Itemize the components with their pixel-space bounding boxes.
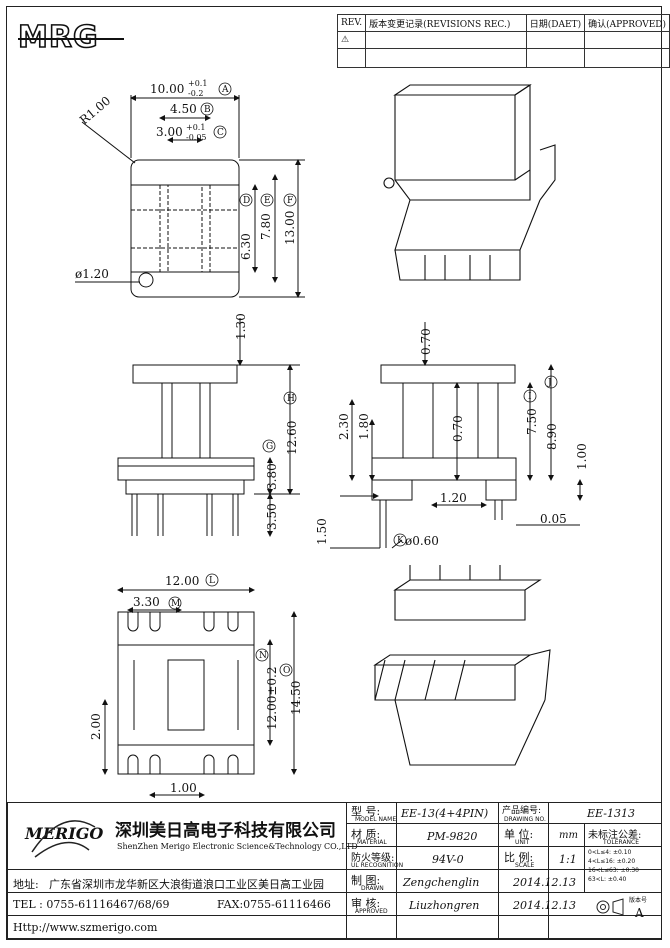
unit-value: mm — [559, 830, 578, 841]
svg-text:1.30: 1.30 — [234, 313, 248, 340]
title-block: MERIGO 深圳美日高电子科技有限公司 ShenZhen Merigo Ele… — [7, 802, 662, 939]
top-view — [75, 95, 305, 298]
svg-text:7.80: 7.80 — [259, 213, 273, 240]
tel-text: TEL : 0755-61116467/68/69 — [13, 898, 170, 911]
version-value: A — [635, 906, 644, 920]
address-text: 广东省深圳市龙华新区大浪街道浪口工业区美日高工业园 — [49, 878, 324, 891]
svg-text:B: B — [204, 105, 211, 115]
svg-text:12.60: 12.60 — [285, 421, 299, 455]
svg-text:3.30: 3.30 — [133, 595, 160, 609]
company-name-cn: 深圳美日高电子科技有限公司 — [115, 821, 336, 841]
svg-text:13.00: 13.00 — [283, 211, 297, 245]
svg-text:2.30: 2.30 — [337, 413, 351, 440]
technical-drawing: 10.00 +0.1 -0.2 4.50 3.00 +0.1 -0.05 R1.… — [75, 79, 589, 798]
svg-text:3.50: 3.50 — [265, 503, 279, 530]
fax-text: FAX:0755-61116466 — [217, 898, 331, 911]
bottom-view — [102, 587, 297, 798]
company-name-en: ShenZhen Merigo Electronic Science&Techn… — [117, 842, 358, 851]
svg-text:8.90: 8.90 — [545, 423, 559, 450]
drawing-value: EE-1313 — [587, 807, 635, 820]
svg-text:0.05: 0.05 — [540, 512, 567, 526]
svg-text:3.80: 3.80 — [265, 463, 279, 490]
isometric-bottom — [373, 565, 551, 766]
svg-text:0.70: 0.70 — [451, 415, 465, 442]
website-link[interactable]: Http://www.szmerigo.com — [13, 921, 158, 934]
scale-value: 1:1 — [559, 853, 577, 866]
material-value: PM-9820 — [427, 830, 478, 843]
approved-date: 2014.12.13 — [513, 899, 576, 912]
merigo-swoosh-icon — [31, 820, 96, 858]
svg-text:-0.2: -0.2 — [188, 89, 203, 98]
svg-text:1.20: 1.20 — [440, 491, 467, 505]
drawn-date: 2014.12.13 — [513, 876, 576, 889]
svg-text:-0.05: -0.05 — [186, 133, 207, 142]
logo-underline — [18, 38, 124, 40]
svg-text:M: M — [171, 599, 180, 609]
svg-text:2.00: 2.00 — [89, 713, 103, 740]
svg-text:R1.00: R1.00 — [77, 94, 113, 128]
svg-text:1.00: 1.00 — [170, 781, 197, 795]
isometric-top — [383, 83, 556, 281]
svg-text:J: J — [547, 378, 552, 388]
drawn-by: Zengchenglin — [403, 876, 480, 889]
svg-text:0.70: 0.70 — [419, 328, 433, 355]
svg-text:+0.1: +0.1 — [188, 79, 207, 88]
svg-text:3.00: 3.00 — [156, 125, 183, 139]
svg-text:H: H — [287, 394, 295, 404]
svg-text:7.50: 7.50 — [525, 408, 539, 435]
svg-text:12.00±0.2: 12.00±0.2 — [265, 667, 279, 731]
fire-value: 94V-0 — [432, 853, 464, 866]
dim-width: 10.00 — [150, 82, 184, 96]
svg-text:L: L — [209, 576, 215, 586]
front-view — [117, 318, 300, 537]
tolerance-list: 0<L≤4: ±0.10 4<L≤16: ±0.20 16<L≤63: ±0.3… — [588, 849, 639, 883]
model-value: EE-13(4+4PIN) — [401, 807, 489, 820]
svg-text:K: K — [397, 536, 404, 546]
address-label: 地址: — [13, 878, 39, 891]
svg-text:N: N — [259, 651, 267, 661]
svg-text:G: G — [266, 442, 273, 452]
svg-text:6.30: 6.30 — [239, 233, 253, 260]
svg-text:O: O — [283, 666, 290, 676]
projection-symbol-icon — [596, 898, 624, 916]
svg-text:+0.1: +0.1 — [186, 123, 205, 132]
svg-text:C: C — [217, 128, 224, 138]
svg-text:14.50: 14.50 — [289, 681, 303, 715]
drawing-frame — [6, 6, 662, 940]
svg-text:A: A — [221, 85, 229, 95]
merigo-logo: MERIGO — [25, 824, 104, 843]
svg-text:D: D — [243, 196, 250, 206]
revision-table: REV. 版本变更记录(REVISIONS REC.) 日期(DAET) 确认(… — [336, 14, 670, 68]
svg-text:F: F — [287, 196, 293, 206]
approved-by: Liuzhongren — [409, 899, 480, 912]
svg-text:1.00: 1.00 — [575, 443, 589, 470]
svg-text:ø0.60: ø0.60 — [405, 534, 439, 548]
svg-text:12.00: 12.00 — [165, 574, 199, 588]
side-view — [330, 322, 583, 549]
svg-text:4.50: 4.50 — [170, 102, 197, 116]
svg-text:1.50: 1.50 — [315, 518, 329, 545]
svg-text:1.80: 1.80 — [357, 413, 371, 440]
mrg-logo: MRG — [17, 19, 99, 56]
svg-text:E: E — [264, 196, 271, 206]
svg-text:ø1.20: ø1.20 — [75, 267, 109, 281]
svg-text:I: I — [528, 392, 532, 402]
